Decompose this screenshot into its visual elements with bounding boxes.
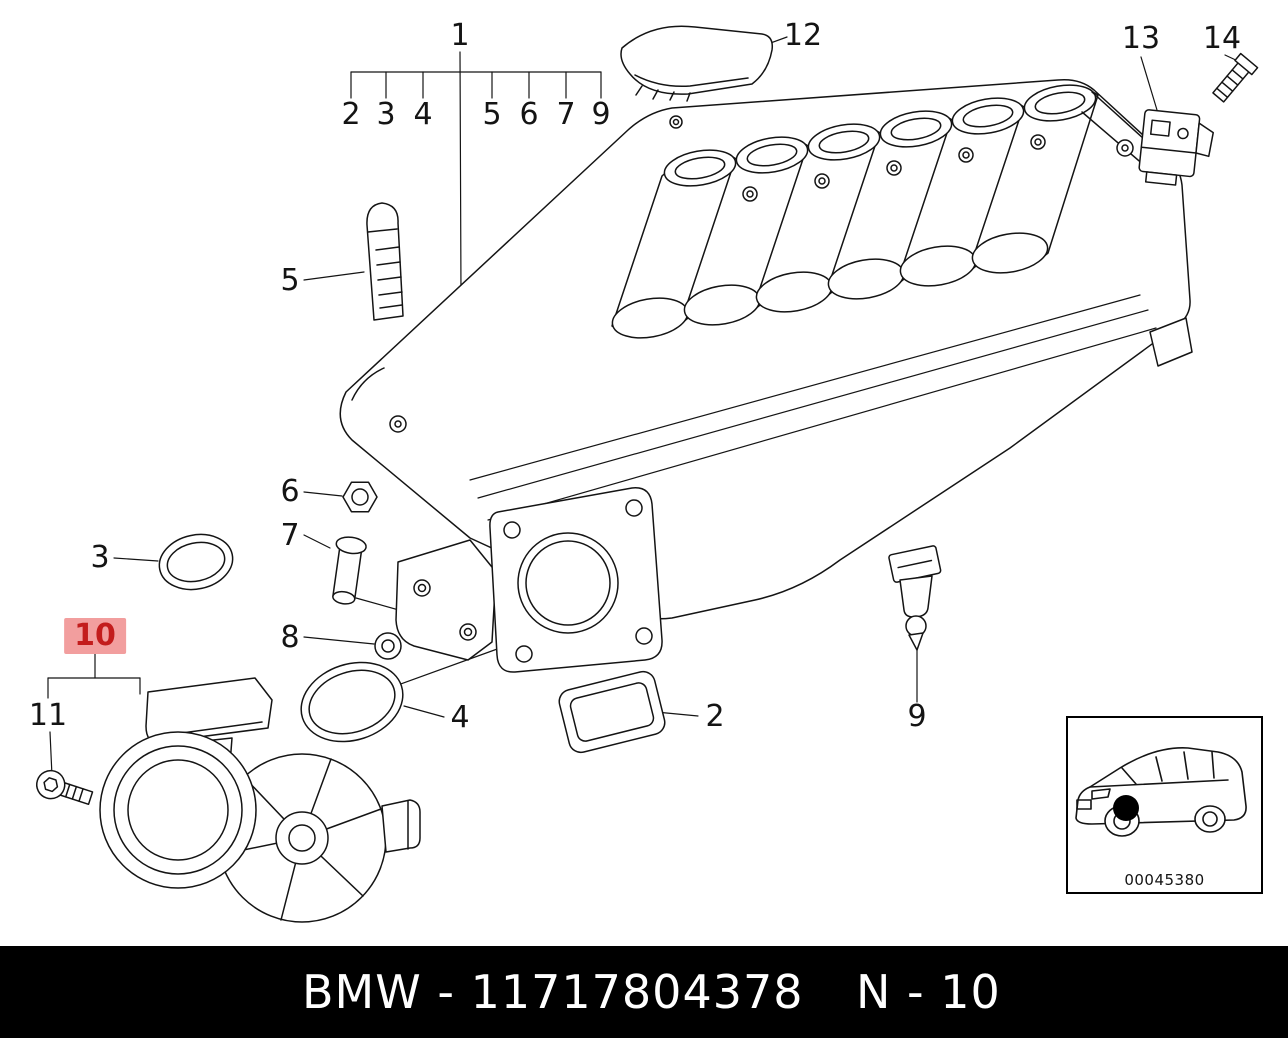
seal-ring-part3: [158, 533, 234, 591]
callout-row-7[interactable]: 7: [556, 97, 576, 132]
grommet-part8: [374, 632, 402, 660]
hex-nut-part6: [342, 481, 378, 513]
screw-part14: [1212, 52, 1259, 103]
callout-9[interactable]: 9: [907, 699, 927, 734]
intake-manifold-illustration: [36, 25, 1259, 923]
manifold-left-end: [351, 367, 407, 433]
callout-8[interactable]: 8: [280, 620, 300, 655]
part-location-dot: [1113, 795, 1139, 821]
mounting-bracket: [395, 539, 497, 661]
oring-part4: [300, 661, 404, 743]
car-thumbnail-box: 00045380: [1066, 716, 1263, 894]
callout-13[interactable]: 13: [1121, 21, 1161, 56]
throttle-body-assembly: [99, 677, 421, 923]
footer-part-number: BMW - 11717804378: [302, 965, 804, 1019]
callout-11[interactable]: 11: [28, 698, 68, 733]
callout-row-5[interactable]: 5: [482, 97, 502, 132]
manifold-body: [339, 78, 1193, 620]
footer-diagram-ref: N - 10: [856, 965, 1001, 1019]
diagram-stage: 1 2 3 4 5 6 7 9 12 13 14 5 6 7 3 10 8 11…: [28, 18, 1263, 923]
intake-runners: [611, 84, 1099, 339]
callout-2[interactable]: 2: [705, 699, 725, 734]
callout-12[interactable]: 12: [783, 18, 823, 53]
bolt-bosses: [669, 115, 1046, 202]
callout-4[interactable]: 4: [450, 700, 470, 735]
car-thumbnail: [1075, 747, 1247, 837]
callout-row-4[interactable]: 4: [413, 97, 433, 132]
callout-1[interactable]: 1: [450, 18, 470, 53]
callout-10-highlighted[interactable]: 10: [64, 618, 126, 654]
gasket-part2: [558, 670, 666, 754]
callout-row-2[interactable]: 2: [341, 97, 361, 132]
stud-bolt-part5: [366, 202, 404, 321]
callout-5[interactable]: 5: [280, 263, 300, 298]
footer-bar: BMW - 11717804378 N - 10: [0, 946, 1288, 1038]
callout-6[interactable]: 6: [280, 474, 300, 509]
callout-3[interactable]: 3: [90, 540, 110, 575]
bolt-part7: [332, 536, 367, 605]
callout-row-9[interactable]: 9: [591, 97, 611, 132]
callout-row-6[interactable]: 6: [519, 97, 539, 132]
plenum-rail: [469, 294, 1157, 521]
callout-14[interactable]: 14: [1202, 21, 1242, 56]
image-code: 00045380: [1124, 871, 1205, 889]
throttle-flange: [489, 487, 663, 673]
cover-part12: [620, 25, 774, 102]
screw-part11: [36, 769, 94, 806]
bracket-part13: [1138, 109, 1214, 186]
callout-row-3[interactable]: 3: [376, 97, 396, 132]
sensor-part9: [888, 545, 942, 651]
callout-7[interactable]: 7: [280, 518, 300, 553]
